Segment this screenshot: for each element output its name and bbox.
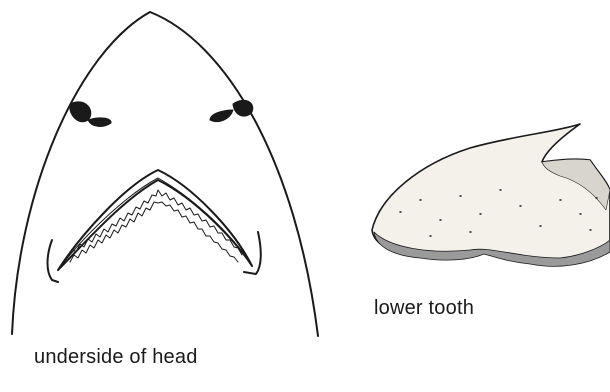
lower-tooth-icon (372, 124, 610, 266)
right-nostril (233, 100, 253, 116)
caption-underside-of-head: underside of head (34, 346, 198, 369)
left-nostril (70, 102, 91, 122)
left-nostril-flap (88, 118, 111, 127)
shark-head-underside-icon (12, 12, 318, 336)
caption-lower-tooth: lower tooth (374, 297, 474, 320)
left-labial-furrow (48, 240, 59, 282)
right-labial-furrow (244, 232, 261, 274)
mouth-outer (58, 170, 252, 270)
tooth-crown (372, 124, 610, 264)
right-nostril-flap (210, 110, 233, 122)
